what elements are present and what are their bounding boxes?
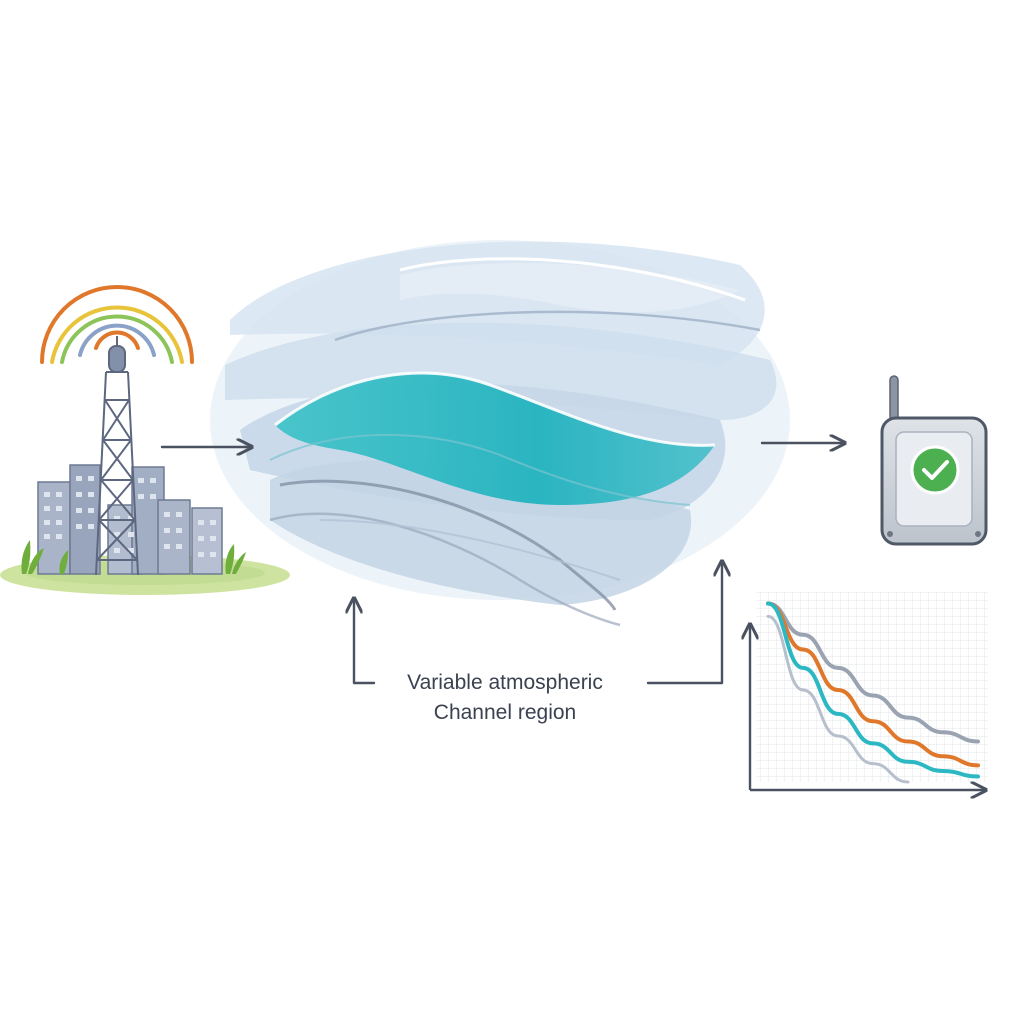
arrow-label-to-graph xyxy=(646,563,722,685)
graph-curve-2 xyxy=(766,601,980,768)
teal-wave-band xyxy=(275,373,715,505)
graph-series xyxy=(766,601,980,784)
arrow-label-to-channel xyxy=(354,600,376,685)
check-icon xyxy=(910,445,960,495)
signal-arcs xyxy=(40,285,194,364)
receiver-device-icon xyxy=(880,375,988,546)
region-label-line2: Channel region xyxy=(433,701,577,724)
channel-region-label: Variable atmospheric Channel region xyxy=(370,668,640,728)
region-label-line1: Variable atmospheric xyxy=(407,671,603,694)
atmospheric-wave-icon xyxy=(210,240,790,627)
plant-icon xyxy=(21,540,246,574)
graph-curve-1 xyxy=(766,601,980,744)
graph-curve-4 xyxy=(766,614,910,784)
transmitter-group xyxy=(0,285,290,595)
decay-curves-icon xyxy=(750,592,988,790)
flow-arrows xyxy=(160,443,843,685)
graph-grid xyxy=(756,592,988,782)
radio-tower-icon xyxy=(95,336,139,576)
graph-curve-3 xyxy=(766,601,980,779)
